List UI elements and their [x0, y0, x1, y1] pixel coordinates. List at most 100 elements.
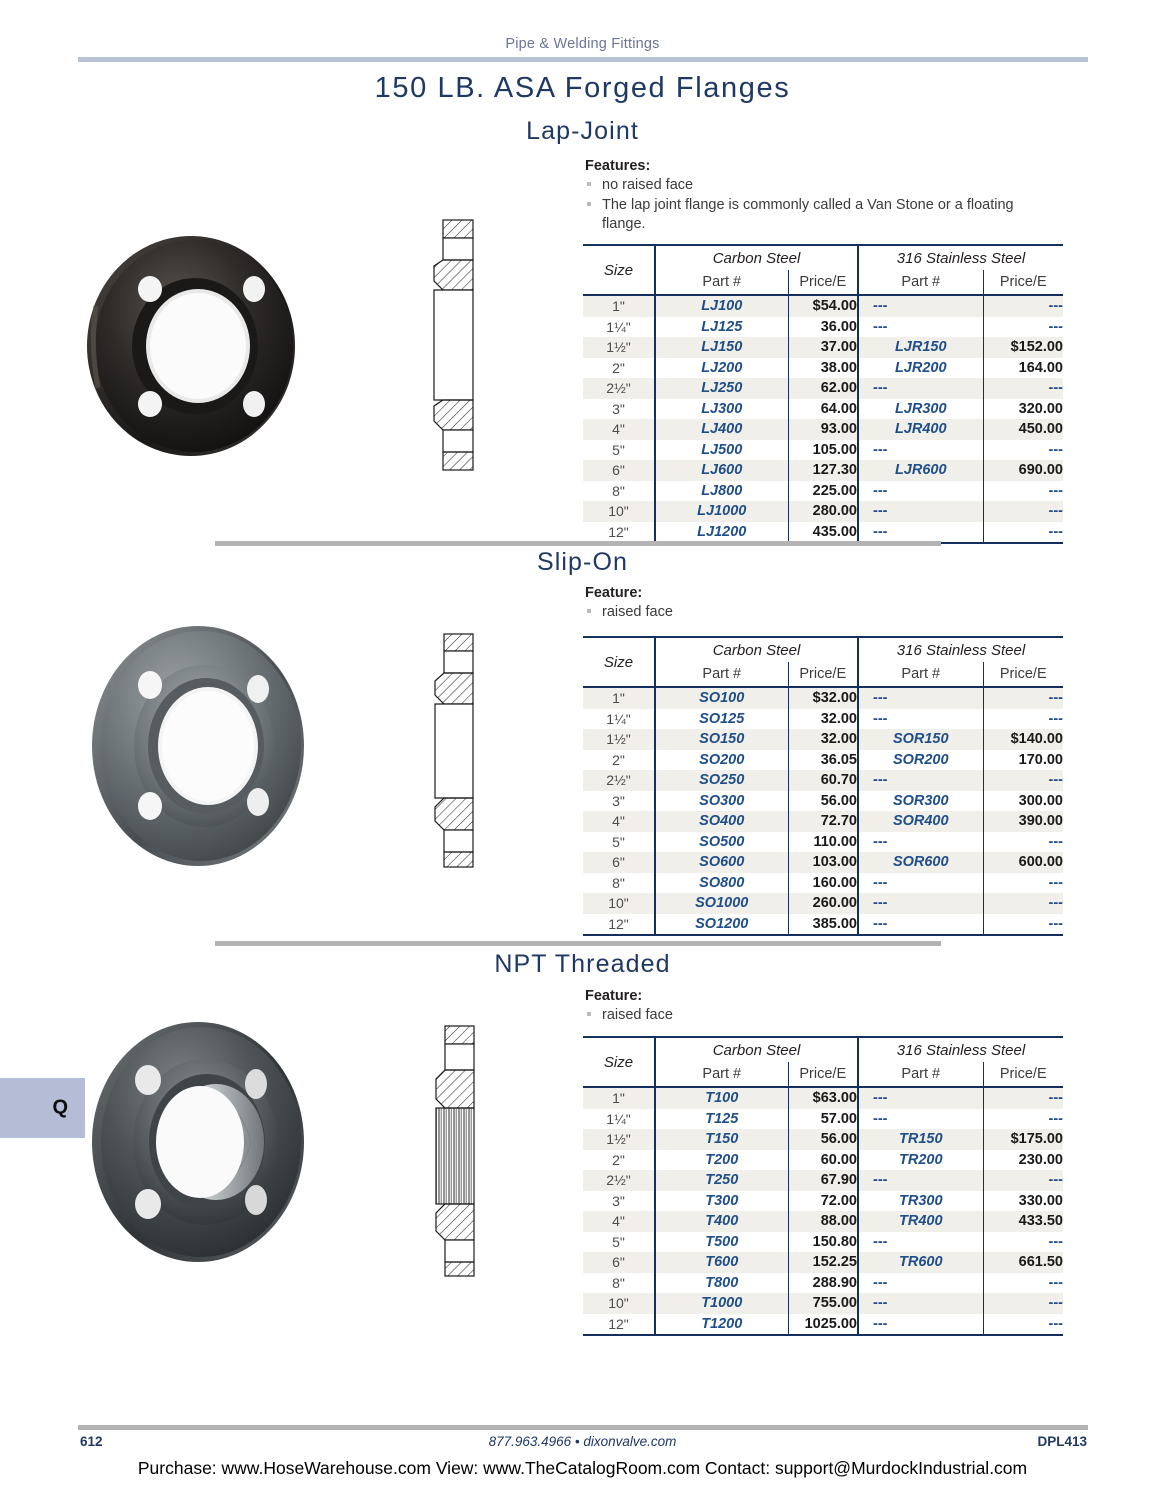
cell-ss-part: SOR200 — [857, 749, 983, 770]
cell-cs-price: 37.00 — [787, 337, 858, 358]
cell-cs-part: SO150 — [654, 729, 788, 750]
cell-size: 12" — [608, 523, 629, 540]
cell-cs-price: 62.00 — [787, 378, 858, 399]
section-heading-slip-on: Slip-On — [536, 548, 629, 576]
cell-cs-part: T1200 — [654, 1313, 788, 1334]
cell-cs-part: LJ1000 — [654, 501, 788, 522]
bullet-icon — [587, 182, 591, 186]
cell-size: 3" — [612, 792, 625, 809]
cell-size: 12" — [608, 915, 629, 932]
cell-ss-price: --- — [982, 687, 1063, 709]
cell-ss-part: SOR600 — [857, 852, 983, 873]
cell-size: 10" — [583, 893, 655, 914]
cell-ss-part: --- — [857, 521, 983, 542]
feature-item: The lap joint flange is commonly called … — [585, 196, 1055, 234]
cell-cs-part: T800 — [654, 1272, 788, 1293]
cell-ss-part: --- — [857, 1087, 983, 1109]
header-divider-rule — [78, 57, 1088, 62]
cell-cs-part: SO300 — [654, 790, 788, 811]
cell-ss-part: LJR600 — [857, 460, 983, 481]
features-label: Features: — [585, 158, 651, 174]
cell-size: 5" — [612, 441, 625, 458]
cell-ss-price: 164.00 — [982, 357, 1063, 378]
table-bottom-rule — [583, 934, 1063, 936]
cell-ss-price: $152.00 — [982, 337, 1063, 358]
cell-cs-price: 38.00 — [787, 357, 858, 378]
cell-ss-price: --- — [982, 913, 1063, 934]
cell-ss-part: TR400 — [857, 1211, 983, 1232]
flange-photo-npt-threaded — [92, 1022, 304, 1262]
cell-ss-part: --- — [857, 501, 983, 522]
cell-cs-part: LJ300 — [654, 398, 788, 419]
cell-size: 3" — [612, 1192, 625, 1209]
cell-size: 5" — [612, 833, 625, 850]
bullet-icon — [587, 609, 591, 613]
cell-ss-part: --- — [857, 708, 983, 729]
cell-cs-part: LJ150 — [654, 337, 788, 358]
group-header-carbon-steel: Carbon Steel — [654, 246, 858, 270]
cell-cs-part: LJ400 — [654, 419, 788, 440]
cell-cs-price: 56.00 — [787, 1129, 858, 1150]
cell-cs-price: 755.00 — [787, 1293, 858, 1314]
cell-ss-part: TR300 — [857, 1190, 983, 1211]
group-header-carbon-steel: Carbon Steel — [654, 1038, 858, 1062]
cell-size: 6" — [583, 1252, 655, 1273]
cell-ss-part: --- — [857, 831, 983, 852]
cell-size: 1" — [583, 295, 655, 317]
col-header-size: Size — [603, 653, 634, 671]
col-header-cs-price: Price/E — [787, 1062, 858, 1087]
cell-ss-part: SOR400 — [857, 811, 983, 832]
cell-ss-price: --- — [982, 1170, 1063, 1191]
cell-ss-part: --- — [857, 1313, 983, 1334]
cell-ss-part: --- — [857, 1272, 983, 1293]
cell-cs-price: 67.90 — [787, 1170, 858, 1191]
cell-ss-price: 390.00 — [982, 811, 1063, 832]
group-header-stainless-steel: 316 Stainless Steel — [857, 638, 1063, 662]
cell-ss-part: --- — [857, 770, 983, 791]
cell-cs-price: 288.90 — [787, 1272, 858, 1293]
cell-cs-price: 32.00 — [787, 729, 858, 750]
table-npt-threaded: Size Carbon Steel 316 Stainless Steel Pa… — [583, 1036, 1063, 1336]
table-slip-on: Size Carbon Steel 316 Stainless Steel Pa… — [583, 636, 1063, 936]
cell-cs-part: T300 — [654, 1190, 788, 1211]
cell-ss-price: --- — [982, 708, 1063, 729]
cell-size: 2" — [612, 359, 625, 376]
cell-size: 12" — [608, 1315, 629, 1332]
cell-size: 6" — [583, 852, 655, 873]
cell-cs-price: 32.00 — [787, 708, 858, 729]
cell-cs-price: 435.00 — [787, 521, 858, 542]
col-header-ss-part: Part # — [857, 270, 983, 295]
cell-cs-part: SO250 — [654, 770, 788, 791]
cell-ss-price: --- — [982, 501, 1063, 522]
col-header-size: Size — [603, 261, 634, 279]
cell-cs-price: 160.00 — [787, 872, 858, 893]
bullet-icon — [587, 1012, 591, 1016]
cell-ss-part: TR200 — [857, 1149, 983, 1170]
table-bottom-rule — [583, 1334, 1063, 1336]
cell-size: 2½" — [583, 1170, 655, 1191]
cell-cs-part: LJ600 — [654, 460, 788, 481]
thumb-tab-q: Q — [0, 1078, 85, 1138]
cell-cs-price: $32.00 — [787, 687, 858, 709]
feature-text: The lap joint flange is commonly called … — [602, 197, 1014, 232]
cell-cs-part: T250 — [654, 1170, 788, 1191]
cell-cs-part: T200 — [654, 1149, 788, 1170]
cell-cs-part: T500 — [654, 1231, 788, 1252]
cell-ss-price: --- — [982, 439, 1063, 460]
cell-ss-price: --- — [982, 295, 1063, 317]
